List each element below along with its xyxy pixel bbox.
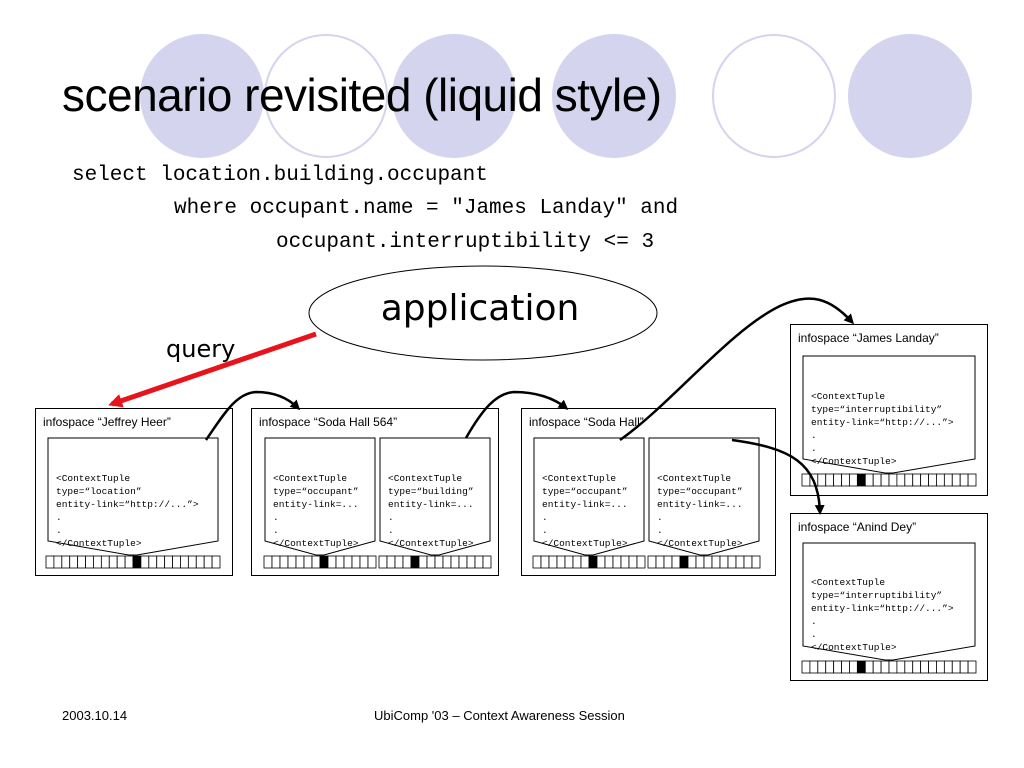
application-node: application: [306, 288, 654, 338]
application-ellipse: [308, 265, 658, 361]
decor-circle-5: [712, 34, 836, 158]
decor-circle-6: [848, 34, 972, 158]
infospace-title: infospace “Jeffrey Heer”: [43, 415, 171, 429]
tuple-strip-cell: [367, 555, 377, 569]
tuple-strip-cell: [482, 555, 492, 569]
slide-title: scenario revisited (liquid style): [62, 69, 662, 121]
tuple-card-outline: [264, 437, 376, 556]
tuple-card-outline: [533, 437, 645, 556]
infospace-title: infospace “Soda Hall”: [529, 415, 644, 429]
arrow-jeffrey-to-soda564: [204, 390, 301, 441]
tuple-card-outline: [379, 437, 491, 556]
arrow-sodahall-to-landay: [619, 297, 855, 442]
tuple-strip-cell: [967, 660, 977, 674]
infospace-title: infospace “Anind Dey”: [798, 520, 917, 534]
decor-circle-1: [140, 34, 264, 158]
tuple-card-outline: [648, 437, 760, 556]
query-arrow: [108, 331, 317, 408]
tuple-strip-cell: [751, 555, 761, 569]
query-line-1: select location.building.occupant: [72, 164, 488, 187]
decor-circle-3: [392, 34, 516, 158]
query-line-3: occupant.interruptibility <= 3: [276, 231, 655, 254]
tuple-card-outline: [802, 542, 976, 661]
query-line-2: where occupant.name = "James Landay" and: [174, 197, 679, 220]
arrow-sodahall-to-dey: [731, 438, 825, 515]
footer-date: 2003.10.14: [62, 708, 128, 723]
tuple-card-outline: [47, 437, 219, 556]
tuple-strip-cell: [636, 555, 646, 569]
application-label: application: [380, 288, 580, 329]
tuple-strip-cell: [211, 555, 221, 569]
arrow-soda564-to-sodahall: [464, 390, 569, 439]
query-label: query: [166, 335, 236, 363]
decor-circle-2: [264, 34, 388, 158]
tuple-strip-cell: [967, 473, 977, 487]
decor-circle-4: [552, 34, 676, 158]
tuple-card-outline: [802, 355, 976, 474]
infospace-title: infospace “Soda Hall 564”: [259, 415, 398, 429]
infospace-title: infospace “James Landay”: [798, 331, 939, 345]
footer-session: UbiComp '03 – Context Awareness Session: [374, 708, 625, 723]
